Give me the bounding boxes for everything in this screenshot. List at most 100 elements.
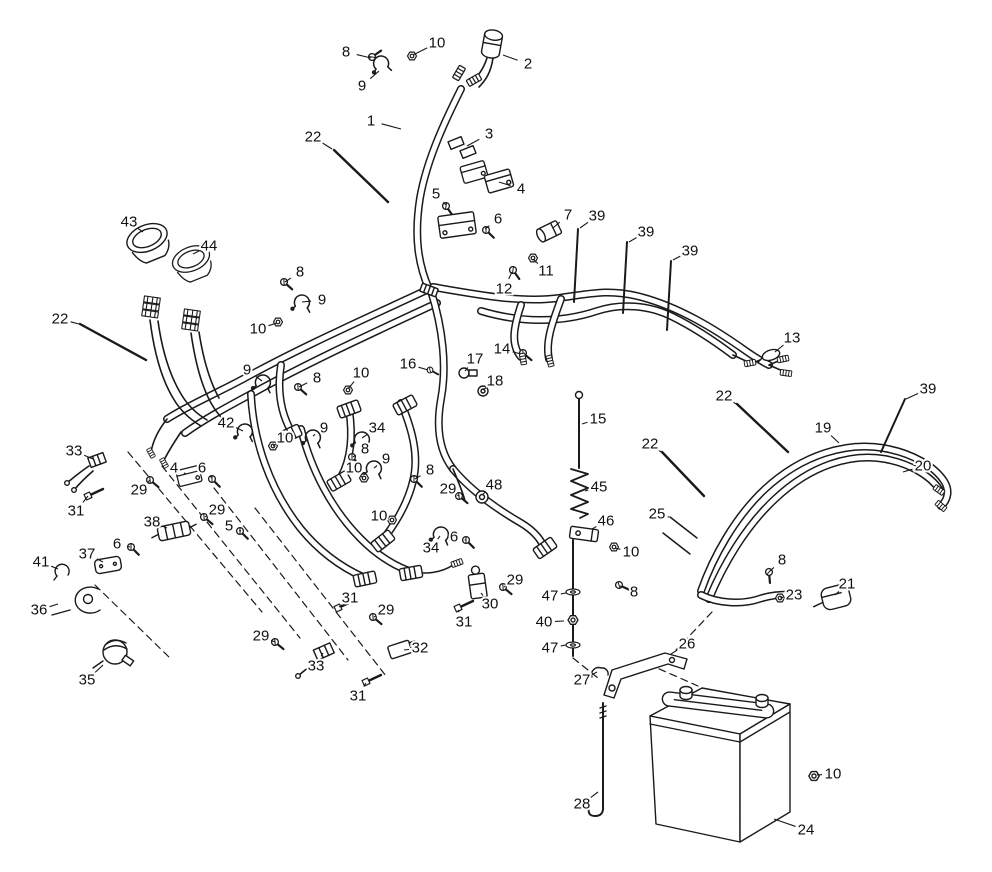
- callout-46: 46: [598, 513, 615, 530]
- leader-line-8: [414, 475, 421, 480]
- leader-line-8: [356, 54, 372, 59]
- callout-34: 34: [369, 420, 386, 437]
- hold-down-rod-15: [574, 390, 584, 469]
- wires: [63, 57, 786, 680]
- leader-line-29: [503, 585, 507, 588]
- callout-28: 28: [574, 796, 591, 813]
- switch-32: [387, 639, 418, 660]
- callout-47: 47: [542, 588, 559, 605]
- leader-line-23: [779, 596, 784, 599]
- connector-33b: [312, 642, 335, 661]
- switch-30: [467, 565, 488, 600]
- callout-16: 16: [400, 356, 417, 373]
- callout-48: 48: [486, 477, 503, 494]
- leader-line-21: [834, 591, 840, 596]
- callout-45: 45: [591, 479, 608, 496]
- leader-line-34: [361, 433, 369, 439]
- callout-39: 39: [638, 224, 655, 241]
- callout-6: 6: [198, 460, 206, 477]
- fitting-16: [425, 365, 441, 378]
- callout-12: 12: [496, 281, 513, 298]
- leader-line-34: [437, 535, 441, 540]
- callout-38: 38: [144, 514, 161, 531]
- leader-line-4: [183, 472, 187, 475]
- callout-10: 10: [623, 544, 640, 561]
- callout-22: 22: [716, 388, 733, 405]
- callout-10: 10: [429, 35, 446, 52]
- connector-plugs: [145, 64, 948, 588]
- leader-line-43: [137, 227, 144, 233]
- leader-line-33: [320, 652, 324, 657]
- leader-line-12: [508, 271, 513, 280]
- battery-terminal-pos: [755, 693, 769, 709]
- callout-18: 18: [487, 373, 504, 390]
- callout-22: 22: [52, 311, 69, 328]
- leader-line-5: [238, 529, 242, 532]
- leader-line-10: [347, 381, 355, 390]
- callout-7: 7: [564, 207, 572, 224]
- callout-8: 8: [313, 370, 321, 387]
- stud-washer-stack: [565, 539, 581, 657]
- leader-line-10: [268, 322, 278, 327]
- leader-line-8: [298, 382, 308, 388]
- callout-9: 9: [243, 362, 251, 379]
- callout-8: 8: [630, 584, 638, 601]
- callout-8: 8: [426, 462, 434, 479]
- leader-line-8: [284, 277, 292, 283]
- leader-line-35: [94, 664, 104, 673]
- callout-1: 1: [367, 113, 375, 130]
- spring-45: [570, 468, 589, 519]
- callout-9: 9: [320, 420, 328, 437]
- leader-line-31: [338, 604, 342, 608]
- leader-line-10: [412, 47, 428, 56]
- callout-10: 10: [371, 508, 388, 525]
- leader-line-19: [830, 435, 840, 444]
- callout-3: 3: [485, 126, 493, 143]
- leader-line-5: [442, 201, 447, 206]
- leader-line-38: [162, 525, 168, 529]
- callout-33: 33: [66, 443, 83, 460]
- leader-line-29: [456, 494, 460, 497]
- callout-8: 8: [296, 264, 304, 281]
- leader-line-10: [360, 475, 364, 479]
- callout-43: 43: [121, 214, 138, 231]
- callout-9: 9: [382, 451, 390, 468]
- leader-line-30: [480, 592, 484, 596]
- leader-line-10: [272, 443, 277, 447]
- leader-line-41: [50, 565, 59, 570]
- callout-34: 34: [423, 540, 440, 557]
- callout-35: 35: [79, 672, 96, 689]
- callout-8: 8: [778, 552, 786, 569]
- callout-11: 11: [538, 263, 554, 280]
- battery-terminal-neg: [679, 685, 693, 701]
- callout-9: 9: [318, 292, 326, 309]
- callout-10: 10: [277, 430, 294, 447]
- callout-29: 29: [209, 502, 226, 519]
- leader-line-22: [70, 321, 80, 325]
- callout-25: 25: [649, 506, 666, 523]
- callout-10: 10: [353, 365, 370, 382]
- leader-line-4: [498, 181, 511, 187]
- leader-line-29: [373, 615, 377, 618]
- leader-line-14: [512, 351, 522, 355]
- callout-31: 31: [342, 590, 359, 607]
- callout-10: 10: [250, 321, 267, 338]
- callout-10: 10: [825, 766, 842, 783]
- leader-line-16: [418, 366, 429, 371]
- terminal-boot-21: [812, 583, 852, 611]
- battery: [649, 685, 791, 843]
- leader-line-29: [270, 639, 276, 643]
- leader-line-33: [83, 454, 94, 460]
- leader-line-8: [619, 585, 625, 589]
- callout-21: 21: [839, 576, 856, 593]
- callout-36: 36: [31, 602, 48, 619]
- callout-40: 40: [536, 614, 553, 631]
- leader-line-17: [464, 367, 469, 372]
- callout-6: 6: [494, 211, 502, 228]
- callout-31: 31: [350, 688, 367, 705]
- leader-line-36: [49, 603, 59, 608]
- callout-9: 9: [358, 78, 366, 95]
- harness-tubes: [167, 89, 948, 602]
